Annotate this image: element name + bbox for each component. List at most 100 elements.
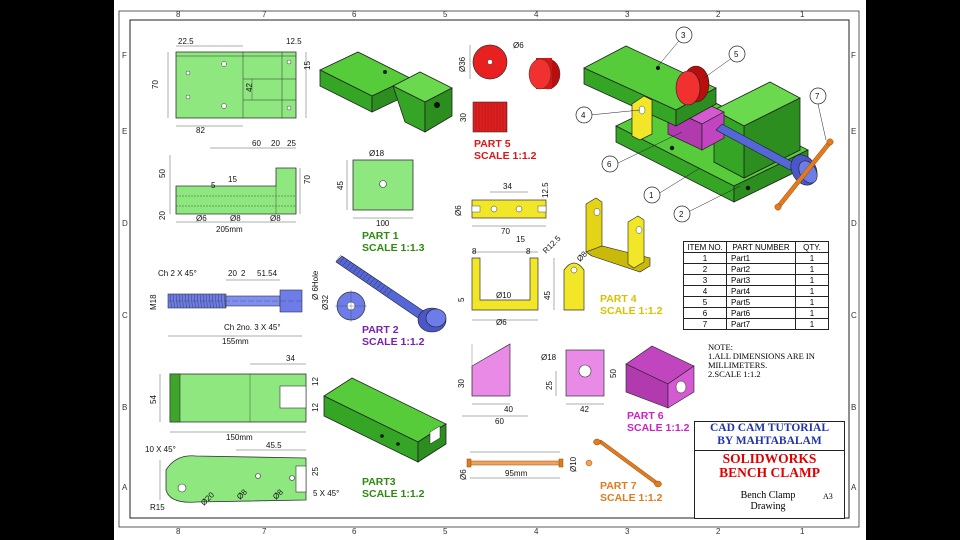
- part6-name: PART 6: [627, 410, 664, 422]
- dim-label: 20: [271, 139, 280, 148]
- thread-line: [376, 282, 382, 289]
- balloon-7: 7: [815, 92, 820, 101]
- dim-label: Ch 2 X 45°: [158, 269, 197, 278]
- part1-front-view: 60 20 25 50 15 70 5 20 Ø6 Ø8 Ø8 205mm: [158, 139, 312, 234]
- part6-label: PART 6 SCALE 1:1.2: [627, 410, 689, 434]
- part4-scale: SCALE 1:1.2: [600, 305, 663, 317]
- part4-top-view: 34 12.5 Ø6 70: [454, 182, 550, 236]
- thread-line: [383, 287, 389, 294]
- thread-line: [335, 254, 342, 262]
- thread-line: [205, 293, 208, 309]
- part3-top-view: 34 12 54 12 150mm: [149, 354, 320, 442]
- dim-label: 70: [151, 80, 160, 89]
- dim-label: 15: [228, 175, 237, 184]
- bom-part-number: Part5: [726, 296, 796, 308]
- thread-line: [190, 293, 193, 309]
- dim-label: 22.5: [178, 37, 194, 46]
- part7-name: PART 7: [600, 480, 637, 492]
- part2-scale: SCALE 1:1.2: [362, 336, 425, 348]
- thread-line: [369, 277, 376, 285]
- zone-row-label: F: [851, 51, 856, 60]
- dim-label: 25: [287, 139, 296, 148]
- zone-column-label: 4: [534, 10, 539, 19]
- dim-label: Ø6: [496, 318, 507, 327]
- part1-scale: SCALE 1:1.3: [362, 242, 425, 254]
- zone-column-label: 5: [443, 527, 448, 536]
- zone-column-label: 2: [716, 527, 721, 536]
- zone-row-label: C: [851, 311, 857, 320]
- bom-header-part: PART NUMBER: [726, 241, 796, 253]
- dim-label: 45: [543, 291, 552, 300]
- bom-item-no: 6: [683, 307, 727, 319]
- bom-item-no: 7: [683, 318, 727, 330]
- part4-label: PART 4 SCALE 1:1.2: [600, 293, 662, 317]
- part5-scale: SCALE 1:1.2: [474, 150, 537, 162]
- part5-name: PART 5: [474, 138, 511, 150]
- thread-line: [214, 293, 217, 309]
- dim-label: R15: [150, 503, 165, 512]
- dim-label: 60: [252, 139, 261, 148]
- sheet-size: A3: [823, 492, 833, 501]
- bom-part-number: Part4: [726, 285, 796, 297]
- assembly-balloons: 3 5 4 6 1 2 7: [575, 26, 827, 223]
- zone-column-label: 8: [176, 527, 181, 536]
- dim-label: 15: [303, 61, 312, 70]
- dim-label: 8: [472, 247, 477, 256]
- dim-label: 15: [516, 235, 525, 244]
- dim-label: Ø36: [458, 56, 467, 72]
- zone-column-label: 4: [534, 527, 539, 536]
- part1-label: PART 1 SCALE 1:1.3: [362, 230, 424, 254]
- dim-label: 8: [526, 247, 531, 256]
- part1-side-view: Ø18 45 100: [336, 149, 414, 228]
- balloon-4: 4: [581, 111, 586, 120]
- bom-item-no: 1: [683, 252, 727, 264]
- notes: NOTE: 1.ALL DIMENSIONS ARE IN MILLIMETER…: [708, 342, 815, 379]
- balloon-6: 6: [607, 160, 612, 169]
- bom-qty: 1: [795, 274, 829, 286]
- dim-label: 34: [286, 354, 295, 363]
- part6-isometric: [625, 345, 695, 409]
- part1-isometric: [319, 51, 453, 133]
- dim-label: 10 X 45°: [145, 445, 176, 454]
- thread-line: [366, 275, 372, 282]
- thread-line: [342, 259, 348, 266]
- zone-row-label: A: [851, 483, 857, 492]
- thread-line: [380, 284, 386, 292]
- zone-row-label: D: [122, 219, 128, 228]
- zone-row-label: B: [851, 403, 856, 412]
- part4-side-view: R12.5 Ø8 45: [541, 234, 589, 311]
- dim-label: 70: [303, 175, 312, 184]
- bom-qty: 1: [795, 307, 829, 319]
- thread-line: [339, 257, 345, 264]
- zone-column-label: 3: [625, 10, 630, 19]
- zone-column-label: 1: [800, 527, 805, 536]
- part3-front-view: 10 X 45° 45.5 25 R15 Ø20 Ø8 Ø8 5 X 45°: [145, 441, 339, 512]
- part2-isometric: [335, 254, 447, 333]
- dim-label: M18: [149, 294, 158, 310]
- bom-part-number: Part3: [726, 274, 796, 286]
- title-block-title: SOLIDWORKS BENCH CLAMP: [719, 451, 820, 480]
- balloon-3: 3: [681, 31, 686, 40]
- assembly-isometric: [583, 45, 834, 211]
- zone-column-label: 1: [800, 10, 805, 19]
- part7-scale: SCALE 1:1.2: [600, 492, 663, 504]
- zone-column-label: 7: [262, 527, 267, 536]
- dim-label: 5: [211, 181, 216, 190]
- part2-front-view: Ch 2 X 45° 20 2 51.54 M18 Ø 6Hole Ø32 Ch…: [149, 269, 330, 346]
- dim-label: 12: [311, 377, 320, 386]
- dim-label: Ø18: [541, 353, 557, 362]
- bom-qty: 1: [795, 296, 829, 308]
- balloon-2: 2: [679, 210, 684, 219]
- part2-label: PART 2 SCALE 1:1.2: [362, 324, 424, 348]
- dim-label: 12: [311, 403, 320, 412]
- zone-column-label: 3: [625, 527, 630, 536]
- bom-item-no: 5: [683, 296, 727, 308]
- dim-label: 95mm: [505, 469, 528, 478]
- part3-scale: SCALE 1:1.2: [362, 488, 425, 500]
- zone-row-label: A: [122, 483, 128, 492]
